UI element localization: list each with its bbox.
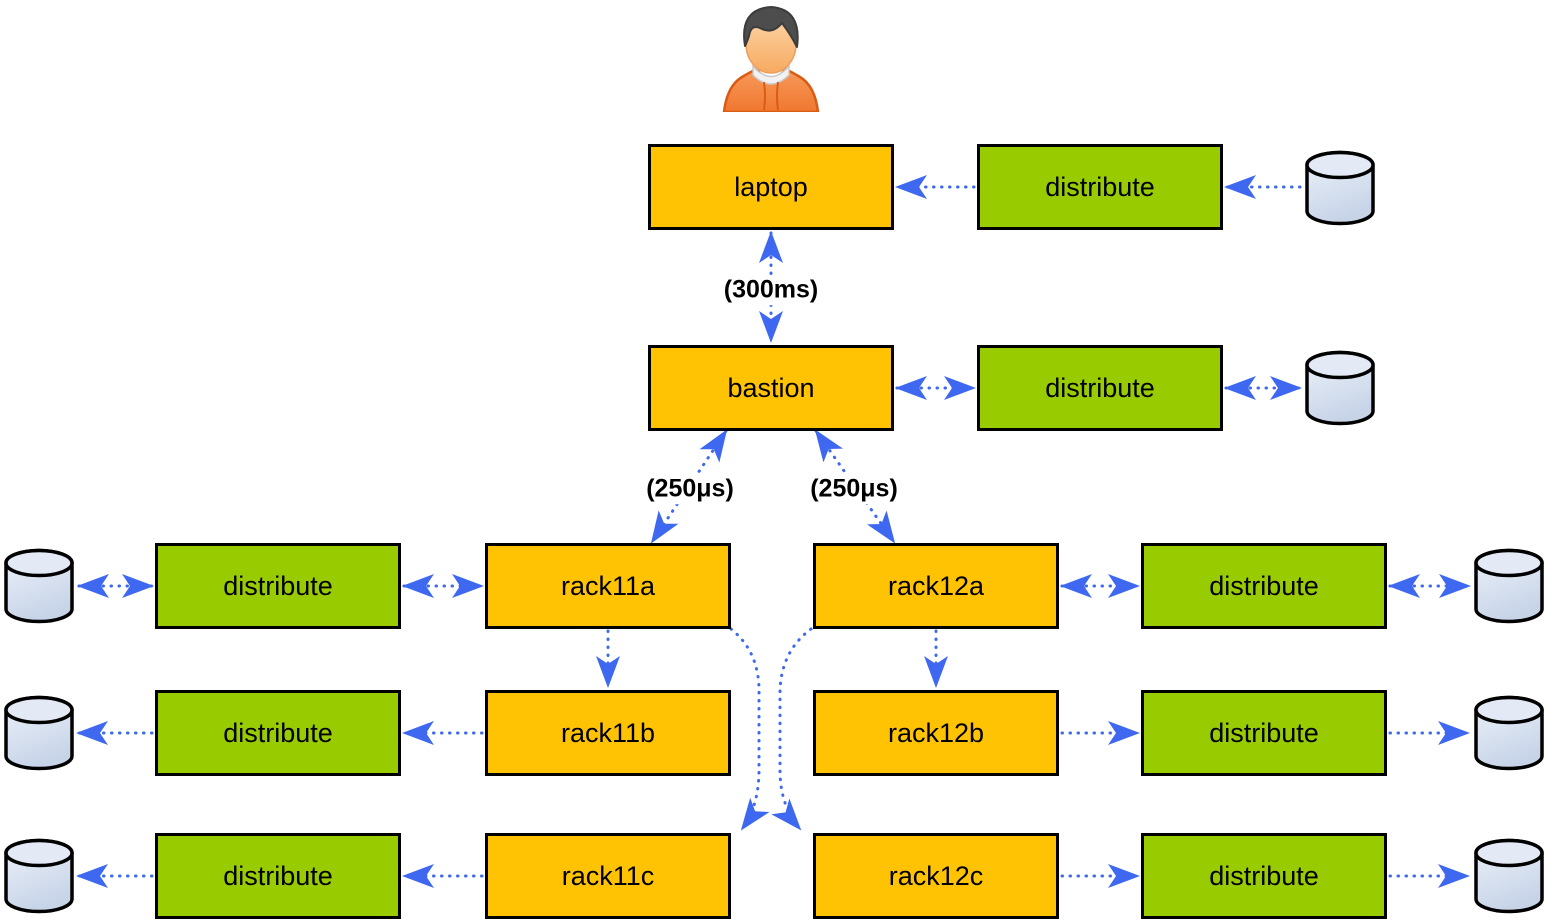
node-rack12a: rack12a bbox=[813, 543, 1059, 629]
node-rack11c: rack11c bbox=[485, 833, 731, 919]
node-rack11c-label: rack11c bbox=[561, 860, 655, 891]
node-distribute-label: distribute bbox=[1045, 372, 1155, 403]
database-icon bbox=[1303, 349, 1377, 427]
database-icon bbox=[1472, 837, 1546, 915]
node-rack12c: rack12c bbox=[813, 833, 1059, 919]
node-distribute-label: distribute bbox=[223, 717, 333, 748]
latency-label-laptop-bastion: (300ms) bbox=[718, 275, 824, 305]
node-distribute-6: distribute bbox=[1141, 690, 1387, 776]
database-icon bbox=[1472, 547, 1546, 625]
node-distribute-5: distribute bbox=[155, 690, 401, 776]
node-distribute-2: distribute bbox=[977, 345, 1223, 431]
database-icon bbox=[1472, 694, 1546, 772]
node-rack11a-label: rack11a bbox=[560, 570, 656, 601]
node-rack11b-label: rack11b bbox=[560, 717, 656, 748]
latency-label-bastion-rack11a: (250μs) bbox=[641, 474, 739, 504]
node-rack12a-label: rack12a bbox=[887, 570, 985, 601]
node-distribute-7: distribute bbox=[155, 833, 401, 919]
node-laptop: laptop bbox=[648, 144, 894, 230]
node-laptop-label: laptop bbox=[734, 171, 808, 202]
node-distribute-label: distribute bbox=[223, 570, 333, 601]
node-rack11b: rack11b bbox=[485, 690, 731, 776]
node-distribute-4: distribute bbox=[1141, 543, 1387, 629]
edge-rack12a-rack12c bbox=[771, 627, 813, 831]
database-icon bbox=[2, 694, 76, 772]
node-rack11a: rack11a bbox=[485, 543, 731, 629]
node-bastion: bastion bbox=[648, 345, 894, 431]
node-distribute-label: distribute bbox=[1209, 717, 1319, 748]
node-rack12c-label: rack12c bbox=[888, 860, 984, 891]
node-rack12b: rack12b bbox=[813, 690, 1059, 776]
database-icon bbox=[2, 837, 76, 915]
database-icon bbox=[1303, 149, 1377, 227]
node-distribute-1: distribute bbox=[977, 144, 1223, 230]
edge-rack11a-rack11c bbox=[729, 627, 770, 831]
node-distribute-8: distribute bbox=[1141, 833, 1387, 919]
node-distribute-label: distribute bbox=[223, 860, 333, 891]
node-bastion-label: bastion bbox=[727, 372, 815, 403]
latency-label-bastion-rack12a: (250μs) bbox=[805, 474, 903, 504]
database-icon bbox=[2, 547, 76, 625]
user-icon bbox=[720, 2, 820, 114]
node-distribute-label: distribute bbox=[1045, 171, 1155, 202]
node-distribute-3: distribute bbox=[155, 543, 401, 629]
node-distribute-label: distribute bbox=[1209, 570, 1319, 601]
node-rack12b-label: rack12b bbox=[887, 717, 985, 748]
node-distribute-label: distribute bbox=[1209, 860, 1319, 891]
